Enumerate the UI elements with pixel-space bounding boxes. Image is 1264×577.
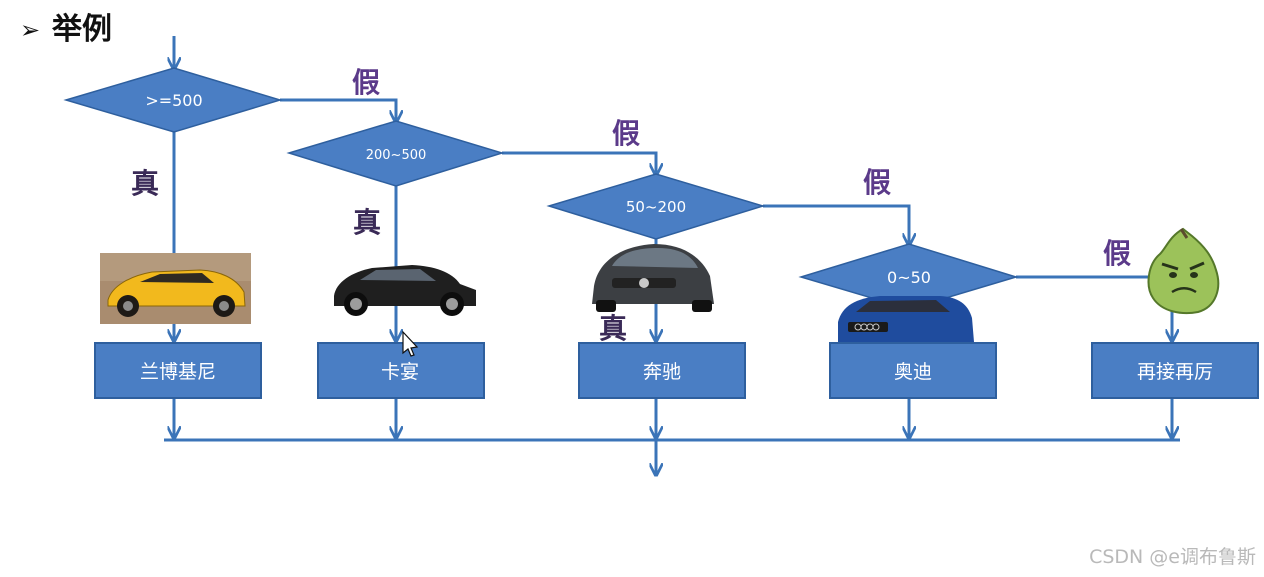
decision-50-200: 50~200 bbox=[546, 173, 766, 240]
sedan-image bbox=[592, 244, 714, 312]
decision-200-500-label: 200~500 bbox=[366, 148, 427, 163]
decision-200-500: 200~500 bbox=[286, 120, 505, 187]
decision-50-200-label: 50~200 bbox=[626, 198, 686, 216]
false-label-2: 假 bbox=[612, 117, 640, 150]
false-line-3 bbox=[763, 204, 909, 244]
watermark: CSDN @e调布鲁斯 bbox=[1089, 546, 1256, 568]
suv-image bbox=[334, 265, 476, 316]
decision-ge500: >=500 bbox=[63, 67, 283, 133]
false-label-4: 假 bbox=[1103, 237, 1131, 270]
outcome-benz: 奔驰 bbox=[578, 342, 746, 399]
false-line-1 bbox=[280, 98, 396, 121]
outcome-lamborghini-label: 兰博基尼 bbox=[140, 361, 216, 383]
outcome-cayenne: 卡宴 bbox=[317, 342, 485, 399]
outcome-audi-label: 奥迪 bbox=[894, 361, 932, 383]
outcome-lamborghini: 兰博基尼 bbox=[94, 342, 262, 399]
angry-pear-image bbox=[1147, 227, 1220, 315]
true-label-2: 真 bbox=[353, 206, 381, 239]
false-label-1: 假 bbox=[352, 66, 380, 99]
outcome-audi: 奥迪 bbox=[829, 342, 997, 399]
decision-0-50-label: 0~50 bbox=[887, 268, 931, 287]
decision-ge500-label: >=500 bbox=[145, 91, 202, 110]
true-label-1: 真 bbox=[131, 167, 159, 200]
audi-image bbox=[838, 296, 974, 342]
sports-car-image bbox=[100, 253, 251, 324]
false-label-3: 假 bbox=[863, 166, 891, 199]
outcome-benz-label: 奔驰 bbox=[643, 361, 681, 383]
outcome-try-again: 再接再厉 bbox=[1091, 342, 1259, 399]
mouse-cursor-icon bbox=[402, 330, 419, 357]
outcome-cayenne-label: 卡宴 bbox=[381, 360, 419, 383]
true-label-3: 真 bbox=[599, 312, 627, 345]
bullet-arrow: ➢ bbox=[20, 16, 41, 44]
page-title: 举例 bbox=[52, 12, 112, 47]
false-line-2 bbox=[502, 151, 656, 174]
outcome-try-again-label: 再接再厉 bbox=[1137, 361, 1213, 383]
